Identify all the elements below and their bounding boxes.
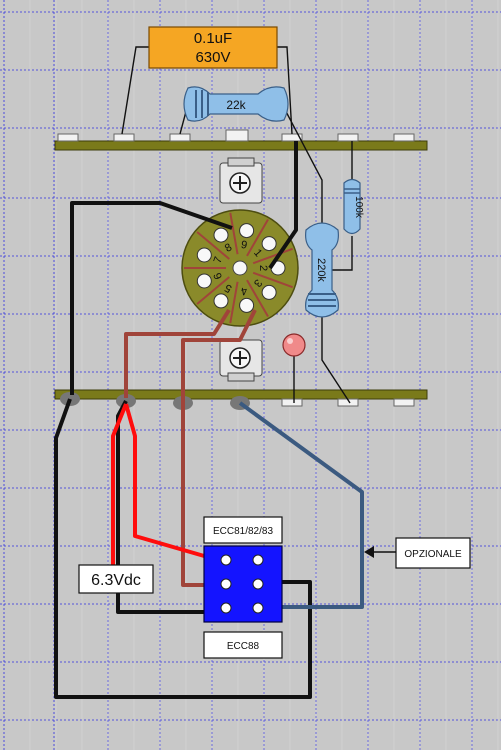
top-terminal-board: [54, 129, 428, 151]
red-wires: [111, 403, 219, 568]
tube-selector-block: ECC81/82/83 ECC88: [203, 516, 283, 659]
resistor-22k-label: 22k: [226, 98, 246, 112]
capacitor-leads: [121, 46, 293, 135]
resistor-22k: 22k: [183, 86, 289, 122]
supply-voltage-label: 6.3Vdc: [78, 564, 154, 594]
svg-text:OPZIONALE: OPZIONALE: [404, 549, 462, 560]
socket-pin-label: 9: [240, 239, 248, 252]
socket-mount-bottom: [219, 339, 263, 382]
blue-wire: [238, 401, 364, 609]
socket-pin-7: [196, 247, 212, 263]
socket-pin-label: 7: [212, 255, 225, 265]
arrow-left-icon: [364, 546, 396, 558]
socket-pin-9: [239, 223, 255, 239]
indicator-led: [282, 333, 306, 403]
socket-pin-8: [213, 227, 229, 243]
svg-text:6.3Vdc: 6.3Vdc: [91, 572, 141, 589]
bottom-terminal-board: [54, 389, 428, 410]
socket-pin-label: 5: [223, 281, 234, 294]
socket-pin-label: 8: [223, 241, 234, 254]
capacitor-voltage: 630V: [195, 49, 230, 66]
tube-type-bottom-label: ECC88: [227, 641, 260, 652]
socket-pin-label: 4: [240, 284, 248, 297]
socket-spokes: [184, 212, 293, 324]
socket-pin-label: 2: [257, 265, 269, 271]
socket-pin-5: [213, 293, 229, 309]
socket-pin-3: [261, 284, 277, 300]
optional-label: OPZIONALE: [395, 537, 471, 569]
capacitor-value: 0.1uF: [194, 30, 232, 47]
resistor-100k-label: 100k: [353, 196, 364, 219]
capacitor: 0.1uF 630V: [148, 26, 278, 69]
socket-pin-4: [239, 297, 255, 313]
socket-pin-1: [261, 236, 277, 252]
resistor-220k-label: 220k: [315, 258, 327, 282]
brown-wires: [124, 308, 257, 587]
tube-type-top-label: ECC81/82/83: [213, 526, 273, 537]
socket-pin-6: [196, 273, 212, 289]
resistor-220k: 220k: [305, 222, 339, 318]
resistor-100k: 100k: [343, 178, 364, 235]
socket-mount-top: [219, 157, 263, 204]
socket-pin-label: 6: [212, 271, 225, 281]
